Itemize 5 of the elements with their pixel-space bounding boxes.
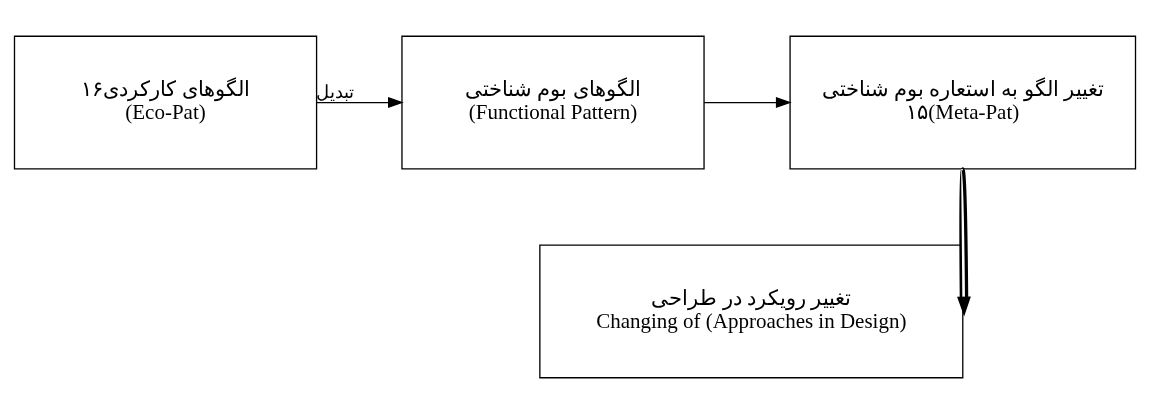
arrow <box>703 97 792 109</box>
arrow <box>315 97 404 109</box>
edge-label: تبدیل <box>315 81 354 102</box>
arrow <box>957 168 971 317</box>
node-box: تغییر الگو به استعاره بوم شناختی ۱۵(Meta-Pat) <box>789 35 1137 170</box>
